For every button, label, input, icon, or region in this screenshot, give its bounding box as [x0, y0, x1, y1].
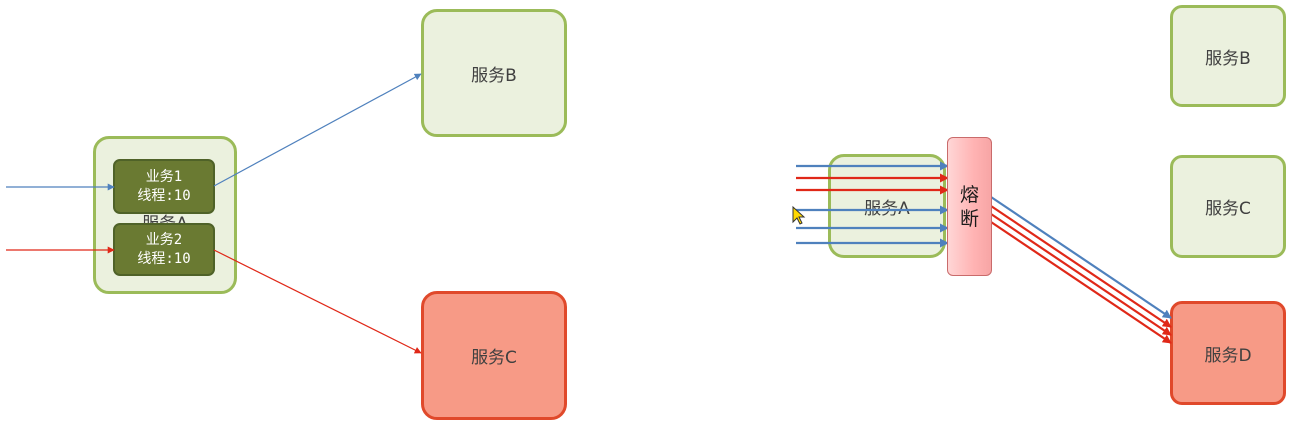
left-business1-to-b-arrow: [213, 73, 422, 187]
left-service-b-label: 服务B: [471, 65, 517, 86]
left-business-2-box: 业务2 线程:10: [113, 223, 215, 276]
right-outgoing-red-arrow-3: [990, 221, 1172, 344]
left-business2-to-c-arrow: [213, 249, 422, 354]
circuit-breaker-char-1: 熔: [959, 183, 979, 206]
right-outgoing-red-arrow-2: [990, 213, 1172, 336]
circuit-breaker-char-2: 断: [959, 207, 979, 230]
circuit-breaker: 熔 断: [947, 137, 992, 276]
right-service-b-label: 服务B: [1205, 48, 1251, 69]
left-service-c-box: 服务C: [421, 291, 567, 420]
right-service-a-box: 服务A: [828, 154, 946, 258]
left-business-2-name: 业务2: [145, 231, 183, 248]
left-service-c-label: 服务C: [471, 348, 517, 368]
left-service-b-box: 服务B: [421, 9, 567, 137]
right-outgoing-red-arrow-1: [990, 205, 1172, 328]
mouse-cursor-icon: [792, 205, 806, 225]
right-service-d-label: 服务D: [1204, 345, 1252, 366]
right-service-a-label: 服务A: [864, 198, 910, 219]
right-service-b-box: 服务B: [1170, 5, 1286, 107]
right-service-c-label: 服务C: [1205, 199, 1251, 219]
right-outgoing-blue-arrow: [990, 196, 1172, 319]
right-service-d-box: 服务D: [1170, 301, 1286, 405]
right-service-c-box: 服务C: [1170, 155, 1286, 258]
left-business-1-name: 业务1: [145, 168, 183, 185]
left-business-1-threads: 线程:10: [137, 187, 191, 204]
left-business-2-threads: 线程:10: [137, 250, 191, 267]
